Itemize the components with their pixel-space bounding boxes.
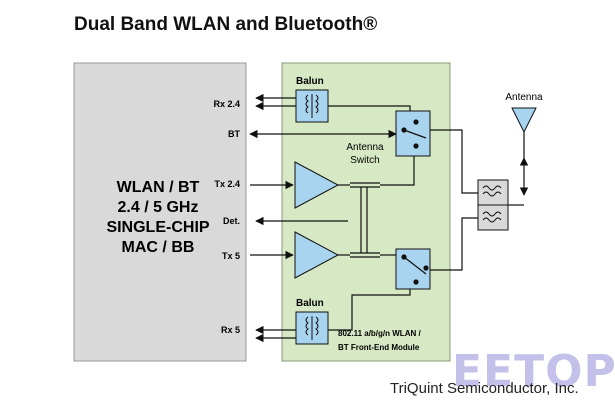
company-credit: TriQuint Semiconductor, Inc. <box>390 380 579 397</box>
filter-wave-icon <box>478 185 508 223</box>
pin-label-rx5: Rx 5 <box>221 325 240 335</box>
antenna-label: Antenna <box>505 92 543 103</box>
detector-coupler <box>338 182 380 258</box>
chip-label-line4: MAC / BB <box>122 239 195 256</box>
switch-top-to-filter <box>430 129 478 194</box>
balun-top-coil-icon <box>305 94 319 118</box>
power-amplifier-24 <box>294 161 340 209</box>
pin-label-det: Det. <box>223 216 240 226</box>
balun-bottom-to-switch <box>328 289 411 331</box>
module-caption-line1: 802.11 a/b/g/n WLAN / <box>338 329 421 338</box>
pin-label-tx5: Tx 5 <box>222 251 240 261</box>
chip-label-line2: 2.4 / 5 GHz <box>118 199 199 216</box>
balun-top-to-switch <box>328 105 411 111</box>
balun-bottom-coil-icon <box>305 316 319 340</box>
pa24-to-switch <box>380 156 415 186</box>
antenna-switch-label-line2: Switch <box>350 155 379 166</box>
antenna-icon <box>511 107 537 134</box>
chip-label-line1: WLAN / BT <box>117 179 200 196</box>
chip-block <box>73 62 247 362</box>
module-caption-line2: BT Front-End Module <box>338 343 420 352</box>
balun-bottom-label: Balun <box>296 298 324 309</box>
antenna-switch-label-line1: Antenna <box>346 142 384 153</box>
balun-top-label: Balun <box>296 76 324 87</box>
pin-label-tx24: Tx 2.4 <box>214 179 240 189</box>
chip-label-line3: SINGLE-CHIP <box>106 219 209 236</box>
pin-label-bt: BT <box>228 129 240 139</box>
switch-bottom-symbol-icon <box>401 254 429 285</box>
switch-bottom-to-filter <box>430 217 478 271</box>
power-amplifier-5 <box>294 231 340 279</box>
pin-label-rx24: Rx 2.4 <box>213 99 240 109</box>
switch-top-symbol-icon <box>401 119 427 149</box>
watermark-logo: EETOP <box>452 346 615 397</box>
diagram-title: Dual Band WLAN and Bluetooth® <box>74 14 378 35</box>
